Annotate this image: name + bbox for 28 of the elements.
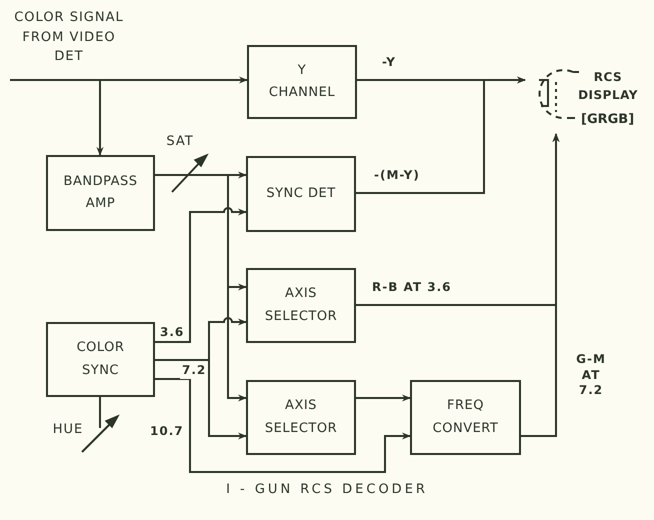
arrow — [10, 76, 248, 84]
arrow — [155, 207, 247, 343]
process-box — [46, 322, 155, 397]
arrow — [356, 76, 526, 194]
process-box — [410, 380, 521, 455]
box-label: FREQ CONVERT — [432, 397, 500, 438]
box-label: Y CHANNEL — [268, 62, 336, 102]
box-label: AXIS SELECTOR — [264, 285, 338, 326]
process-box — [246, 380, 356, 455]
display-code: [GRGB] — [581, 112, 634, 127]
display-label: RCS DISPLAY — [577, 69, 639, 104]
signal-label: HUE — [52, 421, 84, 439]
process-box — [247, 45, 357, 119]
box-label: SYNC DET — [266, 184, 336, 203]
arrow — [155, 174, 247, 402]
arrow — [521, 133, 560, 437]
process-box — [246, 268, 356, 343]
process-box — [46, 155, 155, 231]
box-label: AXIS SELECTOR — [264, 397, 338, 438]
box-label: BANDPASS AMP — [64, 172, 138, 213]
diagram-caption: I - GUN RCS DECODER — [225, 482, 429, 497]
process-box — [246, 156, 356, 232]
box-label: COLOR SYNC — [76, 339, 126, 380]
signal-label: SAT — [165, 133, 195, 151]
arrow — [96, 80, 104, 156]
signal-label: COLOR SIGNAL FROM VIDEO DET — [13, 9, 125, 66]
arrow — [356, 394, 411, 402]
arrow — [155, 378, 411, 473]
